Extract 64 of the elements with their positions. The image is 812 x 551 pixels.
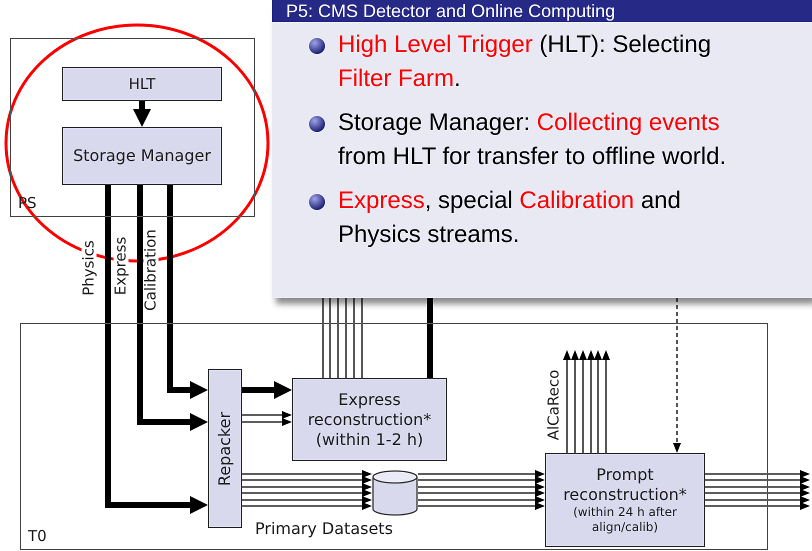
connector-line xyxy=(329,298,331,378)
arrow xyxy=(418,470,545,478)
arrow xyxy=(242,483,372,491)
arrow xyxy=(594,350,602,453)
arrow xyxy=(418,496,545,504)
connector-line xyxy=(337,298,339,378)
arrow xyxy=(705,476,810,484)
arrow xyxy=(673,298,681,453)
process-box xyxy=(545,453,705,547)
arrow xyxy=(587,350,595,453)
bullet-text: Storage Manager: Collecting events from HLT for transfer to offline world. xyxy=(338,108,728,172)
bullet-text: High Level Trigger (HLT): Selecting Filter Farm. xyxy=(338,30,712,94)
box-label: Repacker xyxy=(214,411,235,486)
box-label: HLT xyxy=(128,74,156,94)
group-box xyxy=(10,38,255,217)
edge-label: Physics xyxy=(82,239,96,297)
arrow xyxy=(105,185,208,514)
arrow xyxy=(242,476,372,484)
process-box xyxy=(292,378,447,461)
group-label: T0 xyxy=(28,526,47,546)
arrow xyxy=(705,489,810,497)
arrow xyxy=(705,502,810,510)
connector-line xyxy=(322,298,324,378)
bullet-text: Express, special Calibration and Physics streams. xyxy=(338,186,682,250)
arrow xyxy=(242,411,292,419)
arrow xyxy=(137,185,208,431)
edge-label: Express xyxy=(114,236,128,296)
arrow xyxy=(167,185,208,399)
arrow xyxy=(705,496,810,504)
box-label: Express reconstruction* xyxy=(306,390,432,430)
process-box xyxy=(208,369,242,528)
arrow xyxy=(705,483,810,491)
slide-title: P5: CMS Detector and Online Computing xyxy=(272,0,812,22)
process-box xyxy=(62,67,222,101)
connector-line xyxy=(353,298,355,378)
box-label: Prompt reconstruction* xyxy=(562,465,688,505)
process-box xyxy=(62,127,222,185)
arrow xyxy=(418,502,545,510)
box-label: Storage Manager xyxy=(73,146,211,166)
group-box xyxy=(20,323,768,550)
connector-line xyxy=(361,298,363,378)
arrow xyxy=(242,381,292,399)
arrow xyxy=(242,496,372,504)
arrow xyxy=(418,483,545,491)
database-cylinder xyxy=(372,470,418,516)
arrow xyxy=(418,489,545,497)
connector-line xyxy=(345,298,347,378)
arrow xyxy=(563,350,571,453)
arrow xyxy=(133,101,151,127)
arrow xyxy=(242,470,372,478)
edge-label: AlCaReco xyxy=(546,368,562,442)
connector-line xyxy=(427,298,433,378)
arrow xyxy=(602,350,610,453)
arrow xyxy=(242,489,372,497)
arrow xyxy=(579,350,587,453)
arrow xyxy=(705,470,810,478)
arrow xyxy=(418,476,545,484)
box-label: (within 24 h after align/calib) xyxy=(572,505,678,535)
arrow xyxy=(571,350,579,453)
arrow xyxy=(242,418,292,426)
node-caption: Primary Datasets xyxy=(255,518,393,540)
edge-label: Calibration xyxy=(144,228,158,312)
box-label: (within 1-2 h) xyxy=(316,430,424,450)
arrow xyxy=(242,502,372,510)
